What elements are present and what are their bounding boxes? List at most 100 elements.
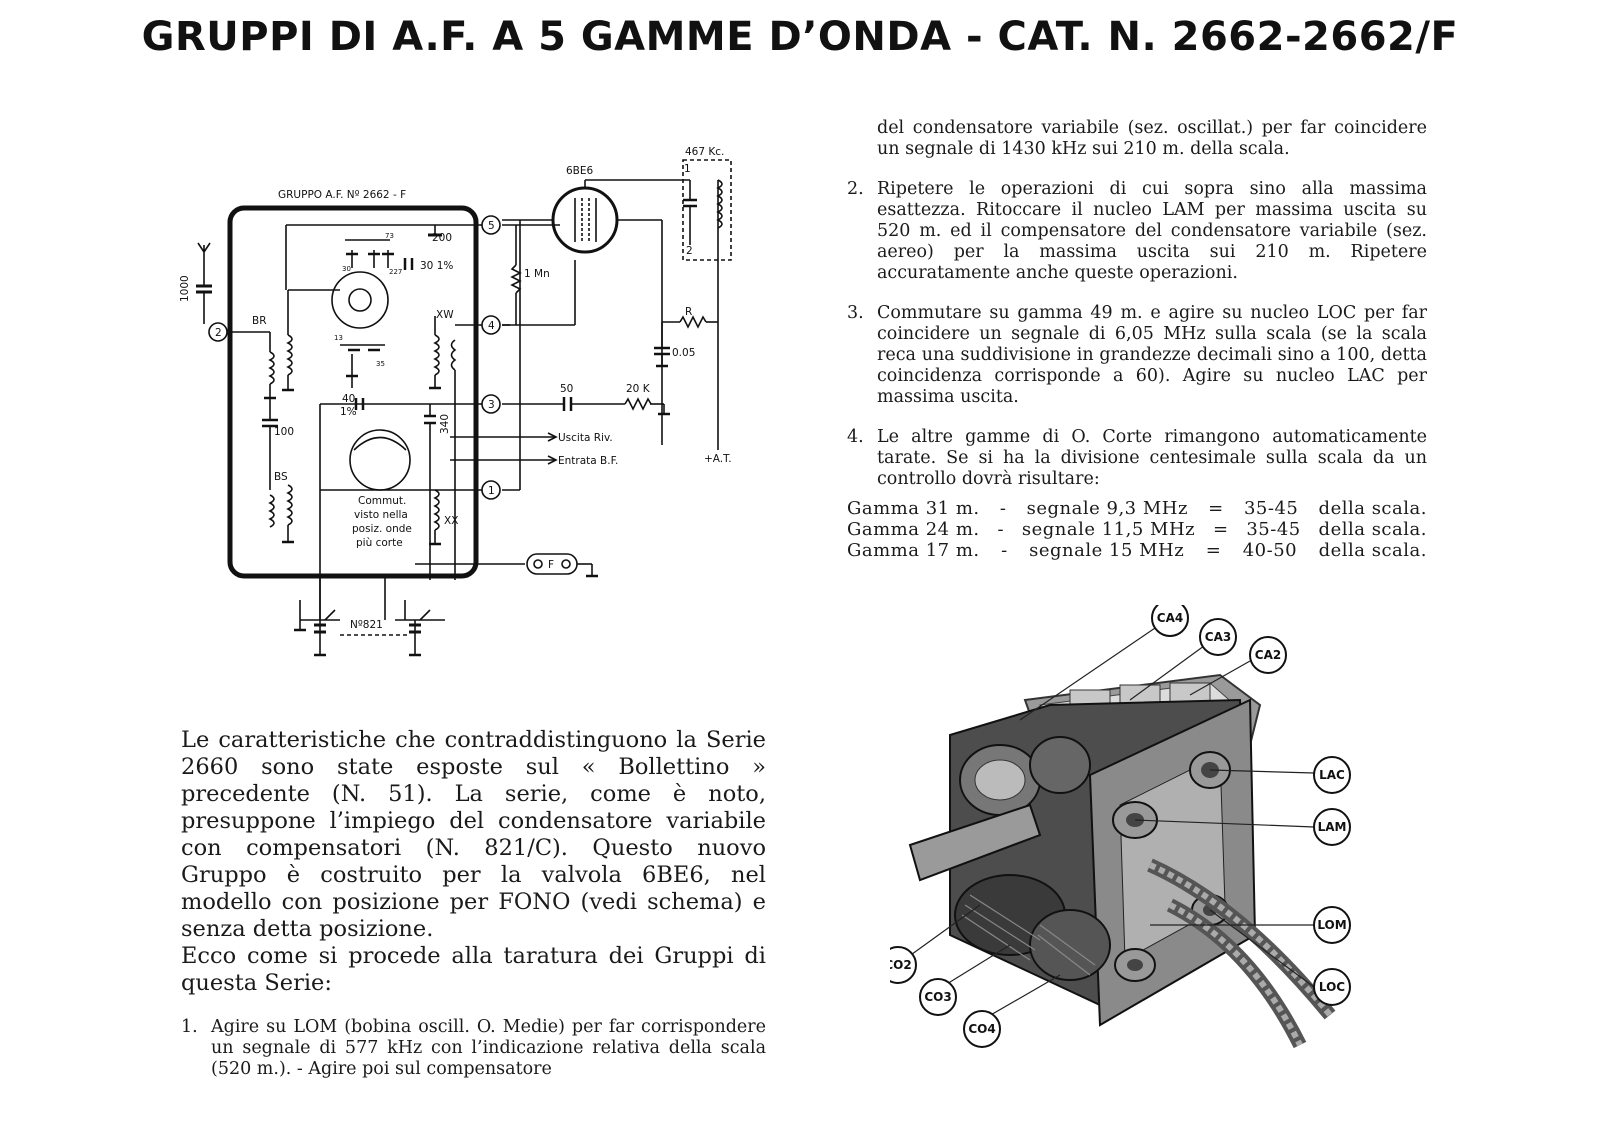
callout-ca2 [1249, 636, 1287, 674]
group-label: GRUPPO A.F. Nº 2662 - F [278, 189, 406, 201]
small-73: 73 [385, 232, 394, 240]
gamma-band: Gamma 31 m. [847, 498, 980, 519]
step-3: 3. Commutare su gamma 49 m. e agire su n… [847, 303, 1427, 408]
cap-40-pct: 1% [340, 406, 357, 418]
page-title: GRUPPI DI A.F. A 5 GAMME D’ONDA - CAT. N… [141, 14, 1459, 60]
small-13: 13 [334, 334, 343, 342]
cap-40-label: 40 [342, 393, 355, 405]
label-loc: LOC [1319, 980, 1345, 994]
label-ca4: CA4 [1157, 611, 1183, 625]
step-1: 1. Agire su LOM (bobina oscill. O. Medie… [181, 1017, 766, 1080]
label-co4: CO4 [968, 1022, 995, 1036]
gamma-dash: - [999, 498, 1007, 519]
intro-text: Le caratteristiche che contraddistinguon… [181, 727, 766, 1099]
fono-label: F [548, 559, 554, 571]
gamma-tail: della scala. [1318, 498, 1427, 519]
coil-br-label: BR [252, 315, 267, 327]
callout-co4 [963, 1010, 1001, 1048]
switch-note-4: più corte [356, 537, 403, 549]
step-4-number: 4. [847, 427, 864, 447]
gamma-equals: = [1208, 498, 1224, 519]
step-1-text: Agire su LOM (bobina oscill. O. Medie) p… [211, 1017, 766, 1079]
antenna-cap-label: 1000 [180, 275, 191, 302]
label-lom: LOM [1317, 918, 1346, 932]
callout-ca4 [1151, 605, 1189, 637]
gamma-table: Gamma 31 m. - segnale 9,3 MHz = 35-45 de… [847, 498, 1427, 561]
terminal-5-label: 5 [488, 220, 495, 232]
var-cap-label: Nº821 [350, 619, 383, 631]
label-ca2: CA2 [1255, 648, 1281, 662]
intro-paragraph: Le caratteristiche che contraddistinguon… [181, 727, 766, 942]
gamma-tail: della scala. [1318, 540, 1427, 561]
coil-xx-label: XX [444, 515, 458, 527]
gamma-equals: = [1205, 540, 1222, 561]
terminal-2-label: 2 [215, 327, 222, 339]
label-co3: CO3 [924, 990, 951, 1004]
gamma-range: 35-45 [1246, 519, 1301, 540]
resistor-r-label: R [685, 306, 692, 318]
terminal-4-label: 4 [488, 320, 495, 332]
cap-30-label: 30 1% [420, 260, 453, 272]
gamma-row: Gamma 24 m. - segnale 11,5 MHz = 35-45 d… [847, 519, 1427, 540]
coil-assembly [908, 673, 1336, 1049]
gamma-signal: segnale 9,3 MHz [1026, 498, 1188, 519]
gamma-equals: = [1212, 519, 1229, 540]
callout-co3 [919, 978, 957, 1016]
gamma-range: 40-50 [1242, 540, 1298, 561]
if-label: 467 Kc. [685, 146, 724, 158]
step-2-number: 2. [847, 179, 864, 199]
component-photo: CA4 CA3 CA2 LAC LAM LOM LOC CO2 CO3 CO4 [890, 605, 1351, 1049]
tube-label: 6BE6 [566, 165, 594, 177]
step-1-number: 1. [181, 1017, 198, 1037]
callout-loc [1313, 968, 1351, 1006]
gamma-tail: della scala. [1318, 519, 1427, 540]
coil-xw-label: XW [436, 309, 454, 321]
out-riv-label: Uscita Riv. [558, 432, 613, 444]
gamma-band: Gamma 17 m. [847, 540, 980, 561]
gamma-band: Gamma 24 m. [847, 519, 980, 540]
cap-340-label: 340 [439, 414, 451, 434]
procedure-intro: Ecco come si procede alla taratura dei G… [181, 943, 766, 996]
cap-50-label: 50 [560, 383, 573, 395]
resistor-20k-label: 20 K [626, 383, 651, 395]
in-bf-label: Entrata B.F. [558, 455, 618, 467]
cap-200-label: 200 [432, 232, 452, 244]
step-3-text: Commutare su gamma 49 m. e agire su nucl… [877, 303, 1427, 407]
small-30: 30 [342, 265, 351, 273]
switch-note-2: visto nella [354, 509, 408, 521]
terminal-1-label: 1 [488, 485, 495, 497]
small-227: 227 [389, 268, 402, 276]
gamma-signal: segnale 15 MHz [1029, 540, 1185, 561]
label-lam: LAM [1318, 820, 1347, 834]
gamma-row: Gamma 17 m. - segnale 15 MHz = 40-50 del… [847, 540, 1427, 561]
terminal-3-label: 3 [488, 399, 495, 411]
callout-lam [1313, 808, 1351, 846]
label-co2: CO2 [890, 958, 912, 972]
resistor-1m-label: 1 Mn [524, 268, 550, 280]
step-2-text: Ripetere le operazioni di cui sopra sino… [877, 179, 1427, 283]
gamma-dash: - [1001, 540, 1008, 561]
gamma-dash: - [997, 519, 1005, 540]
if-pin-2: 2 [686, 245, 693, 257]
coil-bs-label: BS [274, 471, 288, 483]
step-4-text: Le altre gamme di O. Corte rimangono aut… [877, 427, 1427, 489]
gamma-row: Gamma 31 m. - segnale 9,3 MHz = 35-45 de… [847, 498, 1427, 519]
callout-lac [1313, 756, 1351, 794]
step-4: 4. Le altre gamme di O. Corte rimangono … [847, 427, 1427, 490]
label-ca3: CA3 [1205, 630, 1231, 644]
step-1-continuation: del condensatore variabile (sez. oscilla… [877, 118, 1427, 159]
gamma-range: 35-45 [1243, 498, 1299, 519]
gamma-signal: segnale 11,5 MHz [1021, 519, 1196, 540]
callout-ca3 [1199, 618, 1237, 656]
circuit-schematic: GRUPPO A.F. Nº 2662 - F 6BE6 467 Kc. 1 2… [180, 146, 732, 657]
switch-note-3: posiz. onde [352, 523, 412, 535]
small-35: 35 [376, 360, 385, 368]
callout-lom [1313, 906, 1351, 944]
group-box [227, 205, 479, 579]
callout-co2 [890, 946, 917, 984]
cap-005-label: 0.05 [672, 347, 695, 359]
step-3-number: 3. [847, 303, 864, 323]
switch-note-1: Commut. [358, 495, 406, 507]
if-pin-1: 1 [684, 163, 691, 175]
label-lac: LAC [1319, 768, 1345, 782]
